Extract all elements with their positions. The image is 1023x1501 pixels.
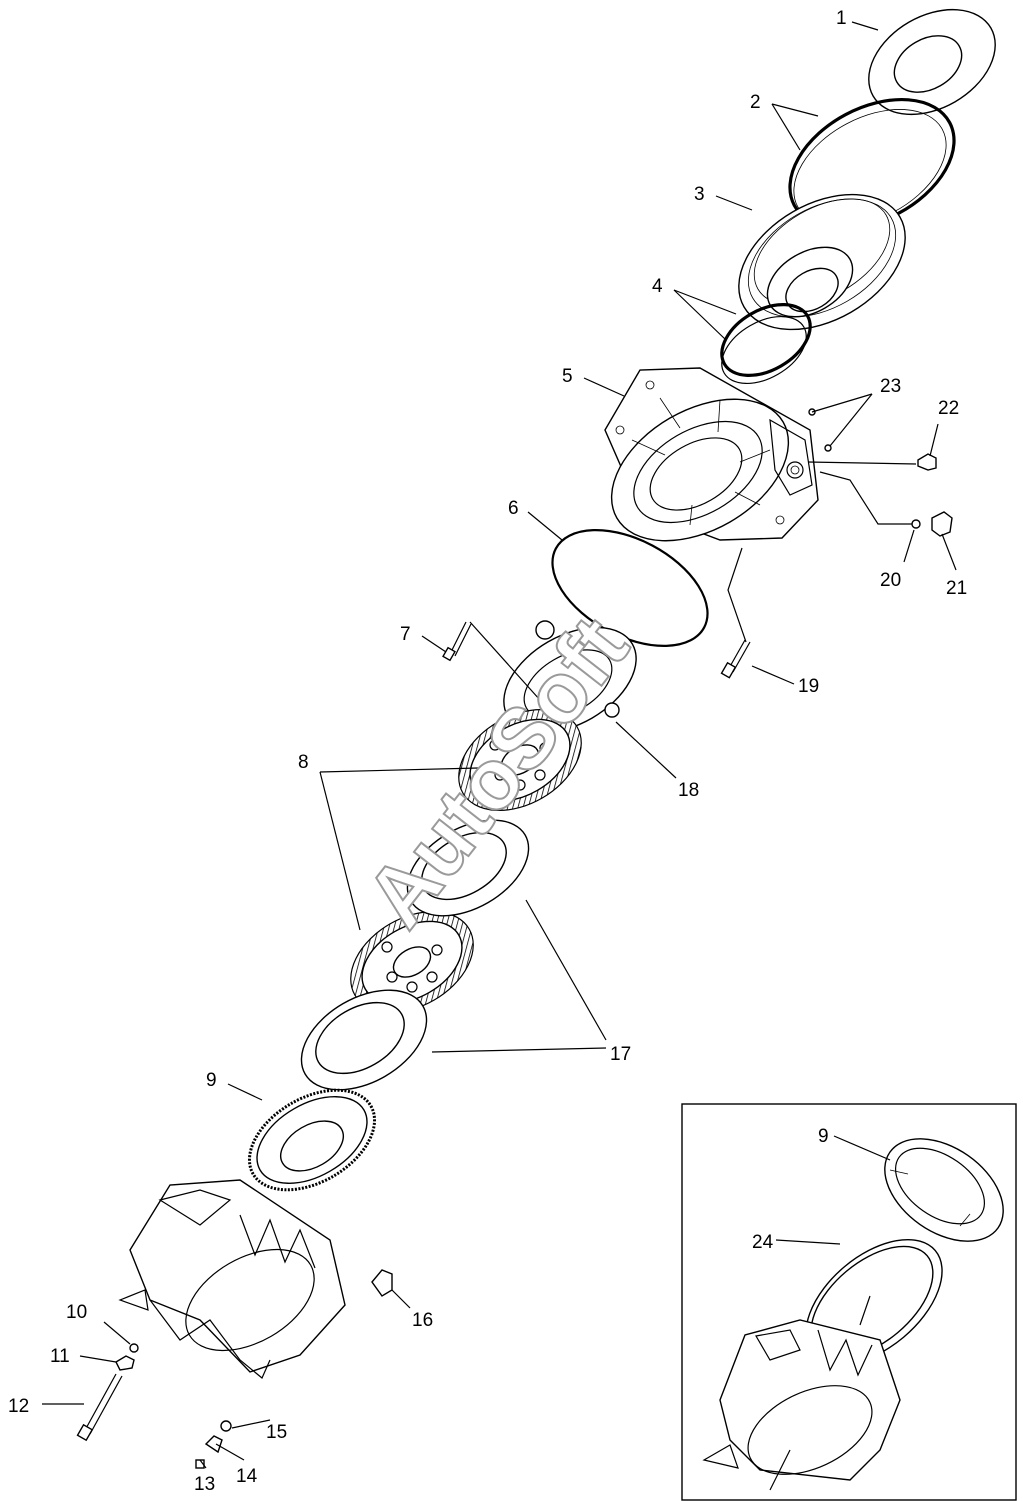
- label-8: 8: [298, 752, 309, 773]
- label-19: 19: [798, 676, 819, 697]
- label-3: 3: [694, 184, 705, 205]
- part-9-gear-ring: [247, 1088, 377, 1192]
- label-12: 12: [8, 1396, 29, 1417]
- leader-lines: [42, 21, 957, 1469]
- label-13: 13: [194, 1474, 215, 1495]
- part-1-washer: [868, 8, 996, 116]
- part-8-friction-discs: [350, 708, 582, 1014]
- part-17-separator-plates: [300, 819, 530, 1091]
- label-11: 11: [50, 1346, 70, 1367]
- label-9: 9: [206, 1070, 217, 1091]
- label-2: 2: [750, 92, 761, 113]
- carrier-housing: [118, 1179, 346, 1379]
- label-10: 10: [66, 1302, 87, 1323]
- label-20: 20: [880, 570, 901, 591]
- part-4-o-rings: [720, 303, 812, 385]
- part-3-piston: [738, 193, 906, 331]
- inset-label-9: 9: [818, 1126, 829, 1147]
- label-16: 16: [412, 1310, 433, 1331]
- label-5: 5: [562, 366, 573, 387]
- label-6: 6: [508, 498, 519, 519]
- part-5-housing: [604, 367, 819, 542]
- label-7: 7: [400, 624, 411, 645]
- part-18-plate: [503, 620, 637, 734]
- label-21: 21: [946, 578, 967, 599]
- fasteners: [76, 408, 953, 1469]
- label-15: 15: [266, 1422, 287, 1443]
- label-1: 1: [836, 8, 847, 29]
- inset-label-24: 24: [752, 1232, 774, 1253]
- label-4: 4: [652, 276, 663, 297]
- inset-panel: 9 24: [681, 1103, 1017, 1501]
- label-22: 22: [938, 398, 959, 419]
- part-labels: 1 2 3 4 5 6 7 8 9 10 11 12 13 14 15 16 1…: [8, 8, 967, 1495]
- label-23: 23: [880, 376, 901, 397]
- label-17: 17: [610, 1044, 631, 1065]
- label-14: 14: [236, 1466, 258, 1487]
- label-18: 18: [678, 780, 699, 801]
